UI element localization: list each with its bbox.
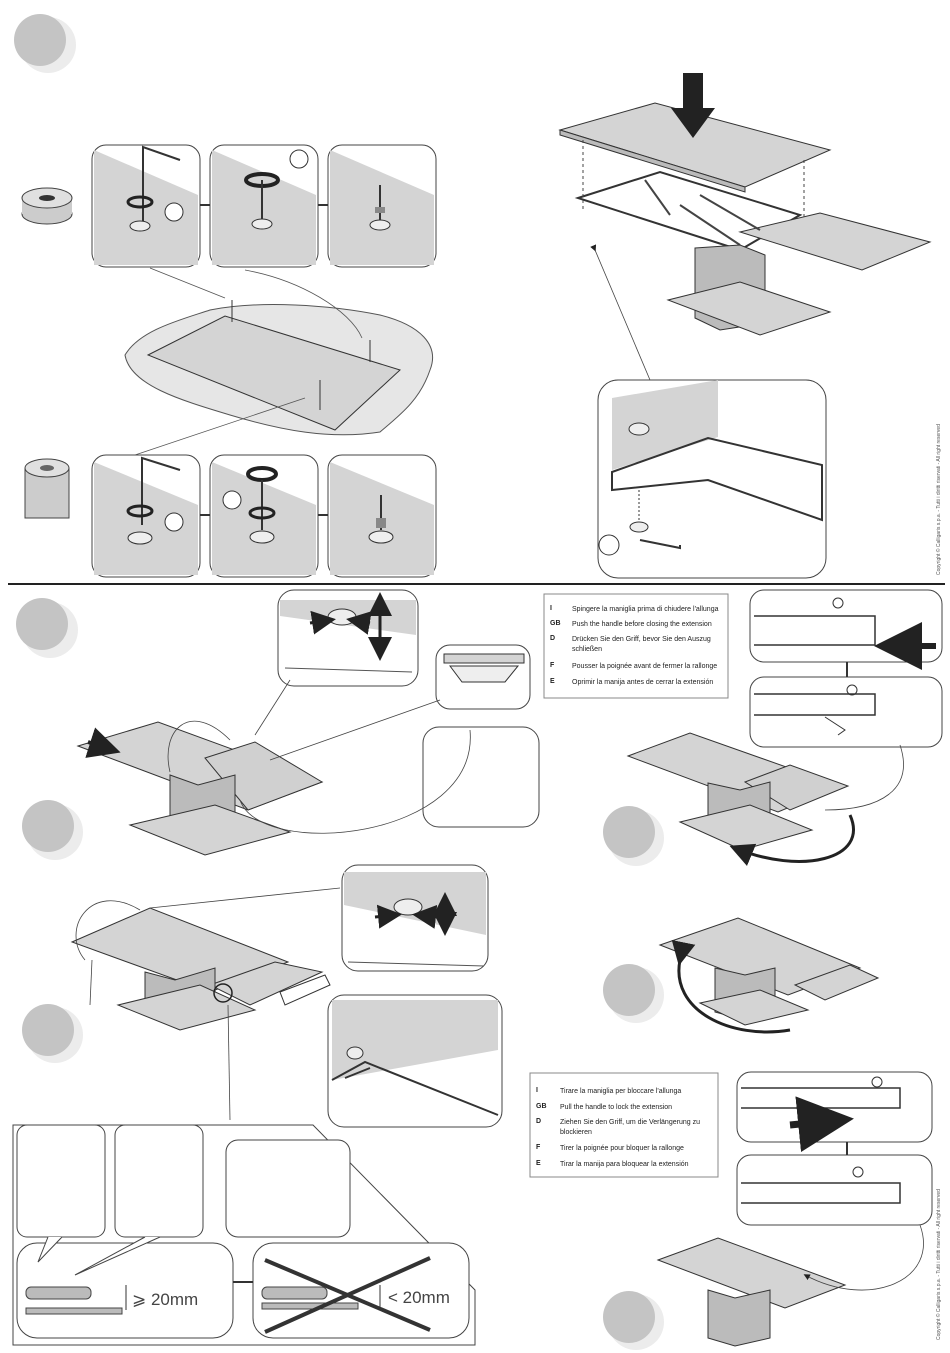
step-circle <box>14 14 76 73</box>
measure-bad-label: < 20mm <box>388 1288 450 1307</box>
lang-code: I <box>536 1087 538 1094</box>
lang-code: F <box>550 662 555 669</box>
instruction-text: Tirer la poignée pour bloquer la rallong… <box>560 1145 684 1152</box>
zoom-box-h <box>327 994 503 1128</box>
lang-code: E <box>550 678 555 685</box>
instruction-text: Pull the handle to lock the extension <box>560 1104 673 1111</box>
lang-code: D <box>536 1118 542 1125</box>
table-extended-2 <box>70 907 331 1031</box>
lang-code: GB <box>536 1103 547 1110</box>
glass-top-on-blanket <box>124 300 433 436</box>
table-extended-1 <box>76 721 324 856</box>
instruction-text: blockieren <box>560 1129 592 1136</box>
detail-box-a2 <box>209 144 319 268</box>
detail-box-a1 <box>91 144 201 268</box>
table-locked <box>656 1237 847 1347</box>
detail-box-b2 <box>209 454 319 578</box>
rubber-pad-icon <box>21 187 73 225</box>
instruction-text: Pousser la poignée avant de fermer la ra… <box>572 663 718 670</box>
step-circle <box>16 598 78 658</box>
instruction-text: Oprimir la manija antes de cerrar la ext… <box>572 679 714 686</box>
step-circle <box>22 1004 83 1063</box>
lang-code: F <box>536 1144 541 1151</box>
detail-box-c <box>597 379 827 579</box>
instruction-text: Tirare la maniglia per bloccare l'allung… <box>560 1088 682 1095</box>
instruction-text: Drücken Sie den Griff, bevor Sie den Aus… <box>572 636 711 643</box>
step-circle <box>603 1291 664 1350</box>
detail-box-b1 <box>91 454 201 578</box>
zoom-box-g <box>341 864 489 972</box>
copyright-top: Copyright © Calligaris s.p.a. - Tutti i … <box>936 424 942 575</box>
spacer-icon <box>24 458 70 519</box>
lang-code: D <box>550 635 556 642</box>
step-circle <box>603 806 664 866</box>
instruction-text: Spingere la maniglia prima di chiudere l… <box>572 606 719 613</box>
step-circle <box>603 964 664 1023</box>
instruction-text: schließen <box>572 646 602 653</box>
handle-detail-4 <box>736 1154 933 1226</box>
table-opening <box>658 917 880 1034</box>
lang-code: I <box>550 605 552 612</box>
handle-detail-3 <box>736 1071 933 1153</box>
detail-box-b3 <box>327 454 437 578</box>
zoom-box-e <box>435 644 531 710</box>
zoom-box-d <box>277 589 419 687</box>
empty-box-f <box>422 726 540 828</box>
instruction-box-1 <box>543 593 729 699</box>
table-closing <box>626 732 855 866</box>
handle-detail-2 <box>749 676 943 748</box>
instruction-box-2 <box>529 1072 719 1178</box>
measure-ok-label: ⩾ 20mm <box>132 1290 199 1309</box>
detail-box-a3 <box>327 144 437 268</box>
instruction-text: Tirar la manija para bloquear la extensi… <box>560 1161 689 1168</box>
glass-top-exploded <box>558 73 932 336</box>
measurement-panel <box>12 1124 476 1346</box>
step-circle <box>22 800 83 860</box>
lang-code: GB <box>550 620 561 627</box>
instruction-text: Push the handle before closing the exten… <box>572 621 712 628</box>
lang-code: E <box>536 1160 541 1167</box>
instruction-text: Ziehen Sie den Griff, um die Verlängerun… <box>560 1119 700 1126</box>
handle-detail-1 <box>749 589 943 670</box>
copyright-bottom: Copyright © Calligaris s.p.a. - Tutti i … <box>936 1189 942 1340</box>
